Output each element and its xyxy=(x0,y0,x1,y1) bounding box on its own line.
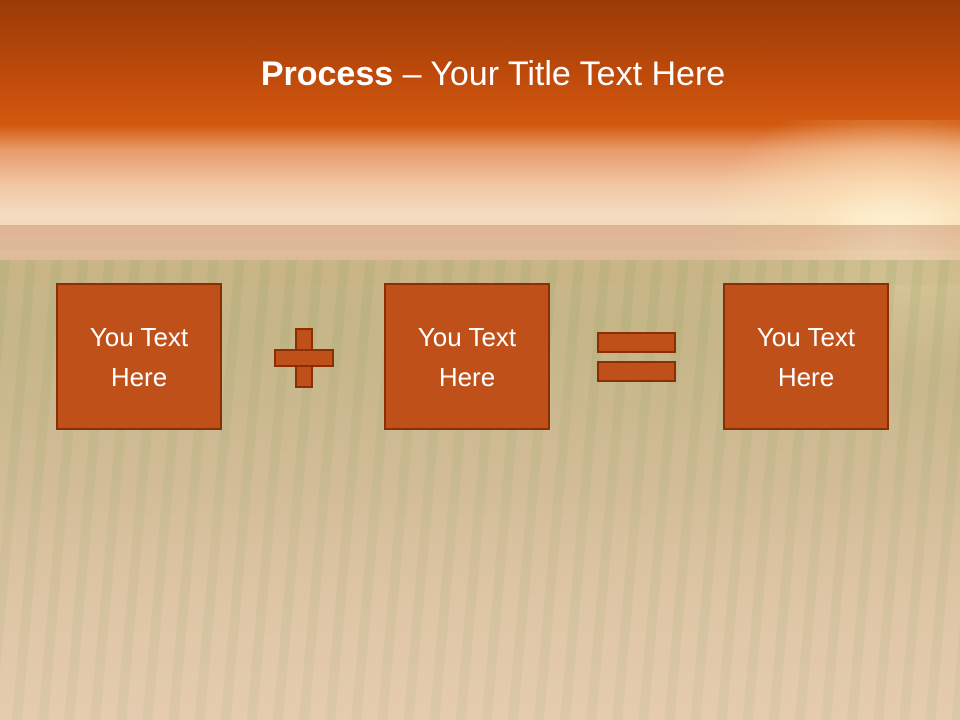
process-box-3-line1: You Text xyxy=(756,321,856,352)
title-rest: – Your Title Text Here xyxy=(393,55,726,93)
process-box-1-line2: Here xyxy=(110,361,168,392)
title-bold: Process xyxy=(260,55,394,93)
process-box-2-line1: You Text xyxy=(417,321,517,352)
process-box-1-line1: You Text xyxy=(89,321,189,352)
process-box-3-text: You Text Here xyxy=(757,317,855,397)
process-box-2[interactable]: You Text Here xyxy=(384,283,550,430)
process-box-2-line2: Here xyxy=(438,361,496,392)
process-box-3-line2: Here xyxy=(777,361,835,392)
process-box-2-text: You Text Here xyxy=(418,317,516,397)
plus-icon xyxy=(274,328,334,388)
process-box-1-text: You Text Here xyxy=(90,317,188,397)
slide-title[interactable]: Process – Your Title Text Here xyxy=(0,50,960,98)
process-box-1[interactable]: You Text Here xyxy=(56,283,222,430)
process-box-3[interactable]: You Text Here xyxy=(723,283,889,430)
equals-icon xyxy=(597,332,676,382)
